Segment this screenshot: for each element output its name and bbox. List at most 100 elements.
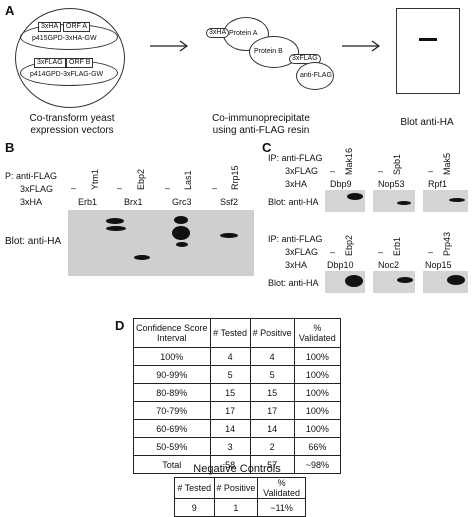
b-flag-dash-2: – — [117, 183, 123, 193]
c-top-flag-2: Spb1 — [392, 153, 402, 175]
table-cell: 15 — [249, 383, 295, 402]
table-row: 90-99% 5 5 100% — [133, 365, 342, 384]
panel-label-a: A — [5, 3, 15, 18]
table-cell: 3 — [209, 437, 251, 456]
c-bottom-dash-2: – — [378, 247, 384, 257]
c-top-dash-3: – — [428, 166, 434, 176]
table-cell: 15 — [209, 383, 251, 402]
panel-label-b: B — [5, 140, 15, 155]
table-row-total: Total 58 57 ~98% — [133, 455, 342, 474]
table-cell: 70-79% — [133, 401, 211, 420]
b-flag-dash-1: – — [71, 183, 77, 193]
c-bottom-ha-2: Noc2 — [378, 260, 400, 270]
table-cell: 2 — [249, 437, 295, 456]
negative-controls-table: # Tested # Positive % Validated 9 1 ~11% — [174, 477, 306, 517]
b-ha-ssf2: Ssf2 — [220, 197, 239, 207]
b-flag-dash-4: – — [212, 183, 218, 193]
protein-b-label: Protein B — [254, 48, 283, 55]
arrow-right-icon — [342, 40, 381, 52]
header-cell: # Tested — [174, 477, 215, 499]
table-cell: 100% — [293, 419, 342, 438]
ha-tag-label: 3xHA — [206, 28, 230, 38]
protein-a-label: Protein A — [229, 30, 258, 37]
c-top-dash-2: – — [378, 166, 384, 176]
table-cell: 4 — [209, 347, 251, 366]
vector-1-name: p415GPD-3xHA-GW — [32, 35, 97, 42]
table-cell: ~98% — [293, 455, 342, 474]
table-cell: 60-69% — [133, 419, 211, 438]
c-top-dash-1: – — [330, 166, 336, 176]
b-flag-label: 3xFLAG — [20, 184, 54, 194]
c-top-ip-label: IP: anti-FLAG — [268, 153, 323, 163]
b-flag-ytm1: Ytm1 — [90, 168, 100, 190]
table-cell: 100% — [293, 347, 342, 366]
table-cell: 4 — [249, 347, 295, 366]
header-cell: Confidence Score Interval — [133, 318, 211, 348]
vector-2-tag: 3xFLAG — [34, 58, 66, 68]
vector-2-orf: ORF B — [66, 58, 94, 68]
b-ha-grc3: Grc3 — [172, 197, 192, 207]
c-top-ha-label: 3xHA — [285, 179, 308, 189]
b-ha-label: 3xHA — [20, 197, 43, 207]
arrow-right-icon — [150, 40, 189, 52]
table-cell: 100% — [293, 401, 342, 420]
b-blot-label: Blot: anti-HA — [5, 236, 62, 247]
table-cell: 80-89% — [133, 383, 211, 402]
c-bottom-blot-3 — [423, 271, 468, 293]
table-row: 60-69% 14 14 100% — [133, 419, 342, 438]
blot-result-band — [419, 38, 437, 41]
b-ha-brx1: Brx1 — [124, 197, 143, 207]
c-bottom-flag-label: 3xFLAG — [285, 247, 319, 257]
c-band — [347, 193, 363, 200]
table-header-row: Confidence Score Interval # Tested # Pos… — [133, 318, 342, 348]
table-cell: 58 — [209, 455, 251, 474]
c-top-blot-label: Blot: anti-HA — [268, 197, 319, 207]
b-western-blot — [68, 210, 254, 276]
table-cell: 90-99% — [133, 365, 211, 384]
b-band — [106, 218, 124, 224]
vector-2-name: p414GPD-3xFLAG-GW — [30, 71, 104, 78]
b-band — [106, 226, 126, 231]
c-top-flag-3: Mak5 — [442, 152, 452, 175]
c-top-blot-3 — [423, 190, 468, 212]
table-row: 9 1 ~11% — [174, 498, 306, 517]
header-cell: % Validated — [257, 477, 306, 499]
step1-line1: Co-transform yeast — [29, 113, 115, 124]
table-cell: 14 — [209, 419, 251, 438]
table-row: 80-89% 15 15 100% — [133, 383, 342, 402]
table-row: 100% 4 4 100% — [133, 347, 342, 366]
b-flag-dash-3: – — [165, 183, 171, 193]
c-top-blot-2 — [373, 190, 415, 212]
table-cell: 50-59% — [133, 437, 211, 456]
b-band — [176, 242, 188, 247]
c-bottom-blot-label: Blot: anti-HA — [268, 278, 319, 288]
table-cell: 100% — [133, 347, 211, 366]
c-band — [397, 277, 413, 283]
header-cell: # Tested — [209, 318, 251, 348]
yeast-cell — [15, 8, 125, 108]
header-cell: # Positive — [249, 318, 295, 348]
c-band — [397, 201, 411, 205]
panel-label-c: C — [262, 140, 272, 155]
b-ip-label: P: anti-FLAG — [5, 171, 58, 181]
c-bottom-blot-1 — [325, 271, 365, 293]
vector-1-tag: 3xHA — [38, 22, 62, 32]
c-band — [345, 275, 363, 287]
table-cell: 17 — [209, 401, 251, 420]
c-bottom-flag-1: Ebp2 — [344, 234, 354, 256]
b-flag-las1: Las1 — [183, 170, 193, 190]
panel-label-d: D — [115, 318, 125, 333]
c-bottom-blot-2 — [373, 271, 415, 293]
c-top-ha-2: Nop53 — [378, 179, 405, 189]
table-header-row: # Tested # Positive % Validated — [174, 477, 306, 499]
c-bottom-flag-3: Prp43 — [442, 231, 452, 256]
table-cell: 66% — [293, 437, 342, 456]
b-ha-erb1: Erb1 — [78, 197, 98, 207]
b-band — [220, 233, 238, 238]
table-cell: 57 — [249, 455, 295, 474]
b-flag-rrp15: Rrp15 — [230, 165, 240, 190]
step2-line2: using anti-FLAG resin — [212, 125, 310, 136]
c-top-blot-1 — [325, 190, 365, 212]
antibody-shape — [296, 62, 334, 90]
c-top-ha-1: Dbp9 — [330, 179, 352, 189]
